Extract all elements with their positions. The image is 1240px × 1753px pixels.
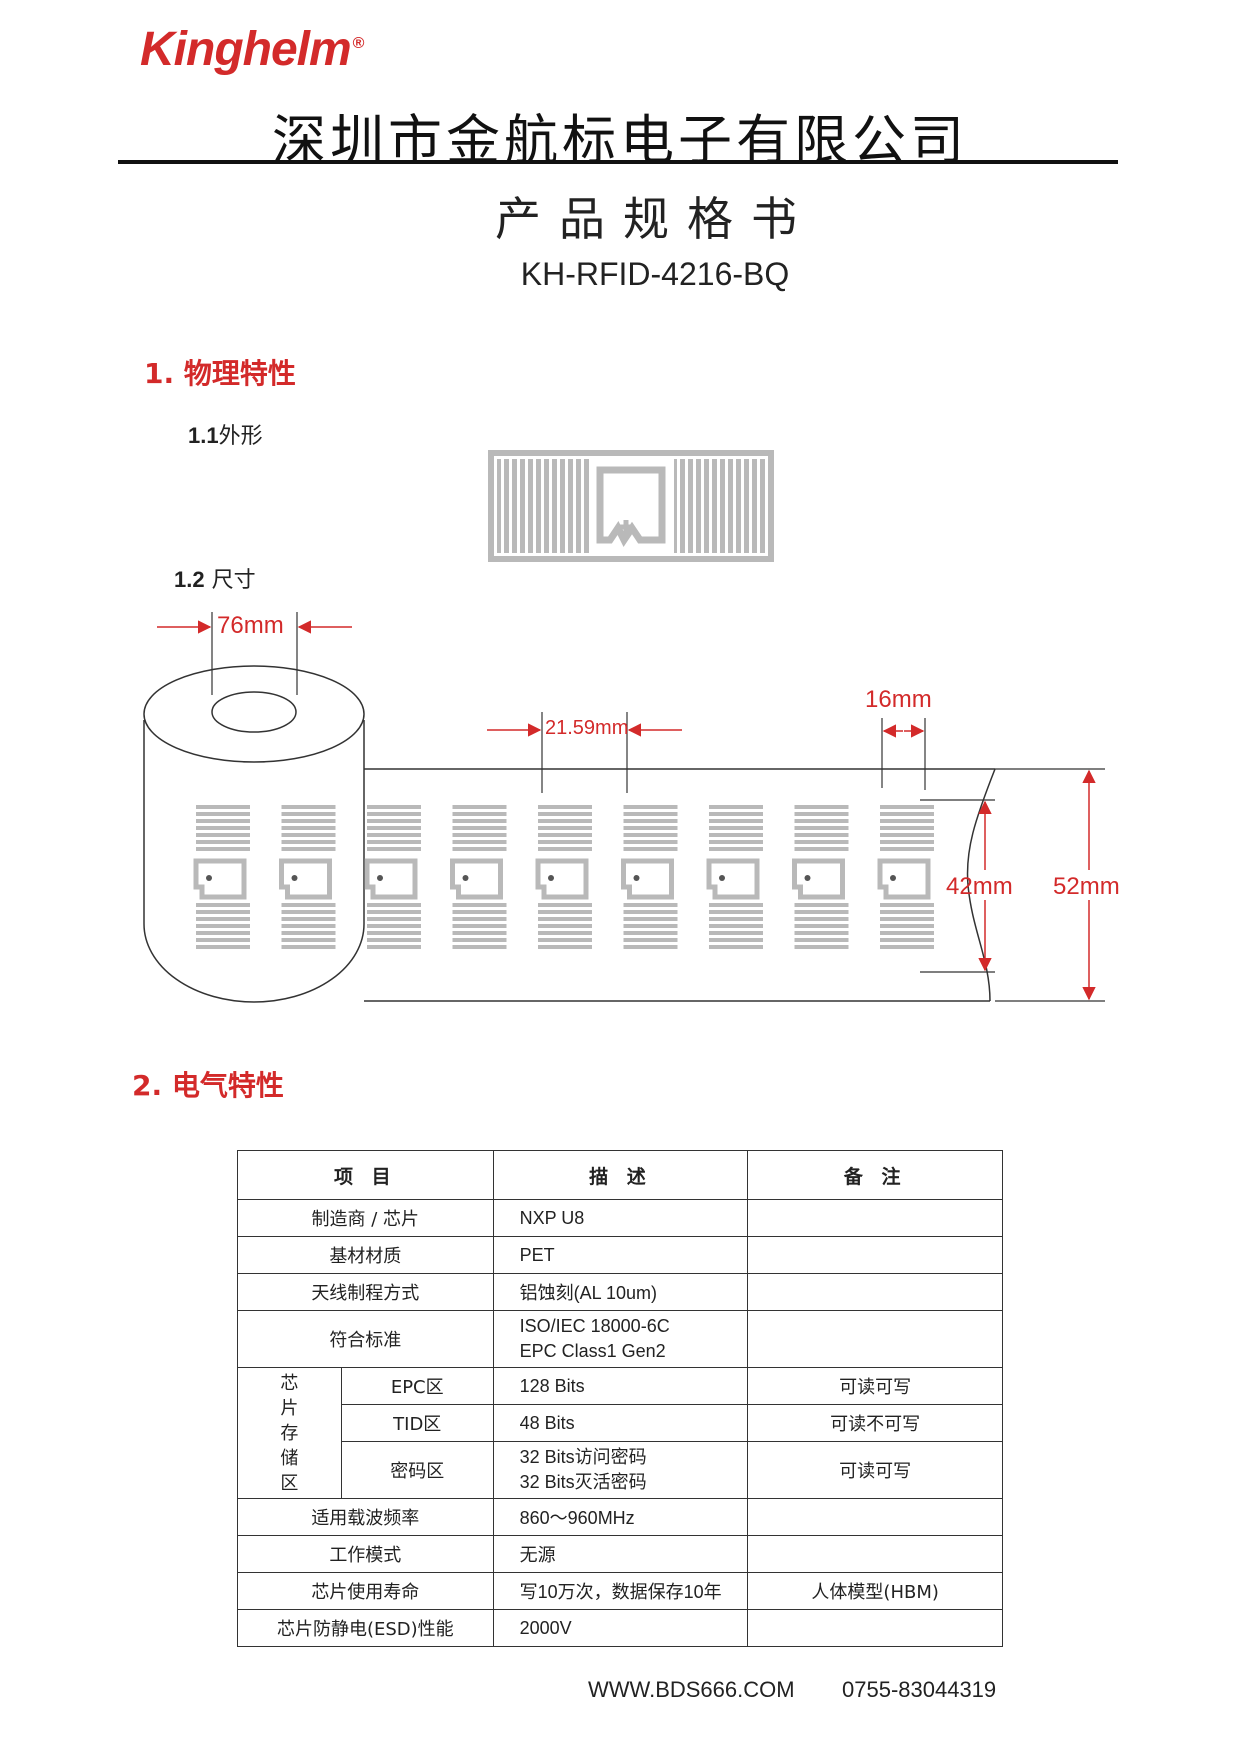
footer-phone: 0755-83044319 <box>842 1677 997 1702</box>
rfid-inlay <box>877 805 934 949</box>
header-description: 描 述 <box>492 1150 749 1200</box>
antenna-outline-image <box>488 450 774 562</box>
pitch-dimension-label: 21.59mm <box>545 717 629 739</box>
footer-website[interactable]: WWW.BDS666.COM <box>588 1677 795 1702</box>
header-item: 项 目 <box>237 1150 494 1200</box>
table-row: 基材材质 PET <box>237 1236 1003 1274</box>
memory-group-label: 芯 片 存 储 区 <box>237 1367 342 1499</box>
subsection-size-heading: 1.2 尺寸 <box>174 567 256 593</box>
rfid-inlay <box>364 805 421 949</box>
rfid-inlay <box>621 805 678 949</box>
rfid-inlay <box>279 805 336 949</box>
rfid-inlay <box>193 805 250 949</box>
inlay-width-dimension-label: 16mm <box>865 686 932 713</box>
registered-mark: ® <box>352 35 365 52</box>
document-title: 产品规格书 <box>495 192 815 246</box>
header-note: 备 注 <box>747 1150 1003 1200</box>
dimension-lines <box>211 612 1105 1002</box>
electrical-spec-table: 项 目 描 述 备 注 制造商 / 芯片 NXP U8 基材材质 PET 天线制… <box>237 1150 1003 1647</box>
inlay-height-dimension-label: 42mm <box>946 873 1013 900</box>
section-electrical-heading: 2. 电气特性 <box>132 1069 284 1102</box>
table-row: 芯片使用寿命 写10万次，数据保存10年 人体模型(HBM) <box>237 1572 1003 1610</box>
core-dimension-label: 76mm <box>217 612 284 639</box>
table-row: 芯片防静电(ESD)性能 2000V <box>237 1609 1003 1647</box>
model-number: KH-RFID-4216-BQ <box>520 256 790 292</box>
table-header-row: 项 目 描 述 备 注 <box>237 1150 1003 1200</box>
table-row: TID区 48 Bits 可读不可写 <box>238 1404 1003 1442</box>
rfid-inlay <box>450 805 507 949</box>
web-width-dimension-label: 52mm <box>1053 873 1120 900</box>
table-row: 工作模式 无源 <box>237 1535 1003 1573</box>
subsection-shape-heading: 1.1外形 <box>188 423 263 449</box>
inlay-row <box>193 805 934 949</box>
table-row: 天线制程方式 铝蚀刻(AL 10um) <box>237 1273 1003 1311</box>
rfid-inlay <box>706 805 763 949</box>
physical-drawing <box>143 450 1105 1003</box>
header-rule <box>118 160 1118 164</box>
rfid-inlay <box>535 805 592 949</box>
rfid-inlay <box>792 805 849 949</box>
table-row: 适用载波频率 860～960MHz <box>237 1498 1003 1536</box>
table-row: 芯 片 存 储 区 EPC区 128 Bits 可读可写 <box>237 1367 1003 1499</box>
kinghelm-logo: Kinghelm® <box>140 23 365 76</box>
dimension-arrows <box>157 620 1096 1001</box>
table-row: 制造商 / 芯片 NXP U8 <box>237 1199 1003 1237</box>
section-physical-heading: 1. 物理特性 <box>144 357 296 390</box>
label-roll <box>143 665 365 1003</box>
